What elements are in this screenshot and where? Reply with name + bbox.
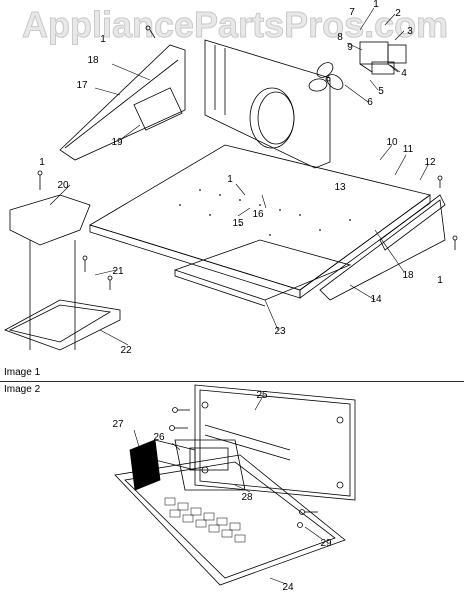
callout-29: 29 <box>320 538 332 549</box>
callout-21: 21 <box>112 266 124 277</box>
callout-23: 23 <box>274 326 286 337</box>
callout-12: 12 <box>424 157 436 168</box>
callout-8: 8 <box>337 32 343 43</box>
callout-15: 15 <box>232 218 244 229</box>
callout-1-5: 1 <box>437 275 443 286</box>
callout-18-2: 18 <box>402 270 414 281</box>
callout-26: 26 <box>153 432 165 443</box>
image-divider <box>0 381 464 382</box>
callout-7: 7 <box>349 7 355 18</box>
overlay-strip <box>129 439 161 491</box>
callout-14: 14 <box>370 294 382 305</box>
callout-25: 25 <box>256 390 268 401</box>
fan-opening <box>249 87 295 149</box>
callout-27: 27 <box>112 419 124 430</box>
callout-22: 22 <box>120 345 132 356</box>
callout-13: 13 <box>334 182 346 193</box>
callout-2: 2 <box>395 8 401 19</box>
callout-1: 1 <box>373 0 379 10</box>
callout-1-3: 1 <box>39 157 45 168</box>
callout-10: 10 <box>386 137 398 148</box>
callout-1-2: 1 <box>100 34 106 45</box>
image-1-label: Image 1 <box>4 367 41 378</box>
right-bracket <box>319 199 446 301</box>
callout-19: 19 <box>111 137 123 148</box>
callout-9: 9 <box>347 42 353 53</box>
front-control-panel <box>114 454 346 586</box>
rear-panel <box>204 39 331 169</box>
callout-1-4: 1 <box>227 174 233 185</box>
sub-panel <box>173 239 352 301</box>
callout-5: 5 <box>378 86 384 97</box>
callout-6: 6 <box>367 97 373 108</box>
callout-17: 17 <box>76 80 88 91</box>
callout-28: 28 <box>241 492 253 503</box>
bottom-tray <box>4 299 121 351</box>
callout-20: 20 <box>57 180 69 191</box>
fan-blade <box>308 62 344 92</box>
left-bracket <box>59 44 186 161</box>
callout-24: 24 <box>282 582 294 593</box>
control-board <box>174 439 246 491</box>
callout-18: 18 <box>87 55 99 66</box>
image-2-label: Image 2 <box>4 384 41 395</box>
screws <box>37 25 458 290</box>
callout-4: 4 <box>401 68 407 79</box>
callout-16: 16 <box>252 209 264 220</box>
callout-3: 3 <box>407 26 413 37</box>
callout-11: 11 <box>403 144 414 155</box>
cover-plate <box>9 194 91 246</box>
fan-motor <box>359 41 407 75</box>
